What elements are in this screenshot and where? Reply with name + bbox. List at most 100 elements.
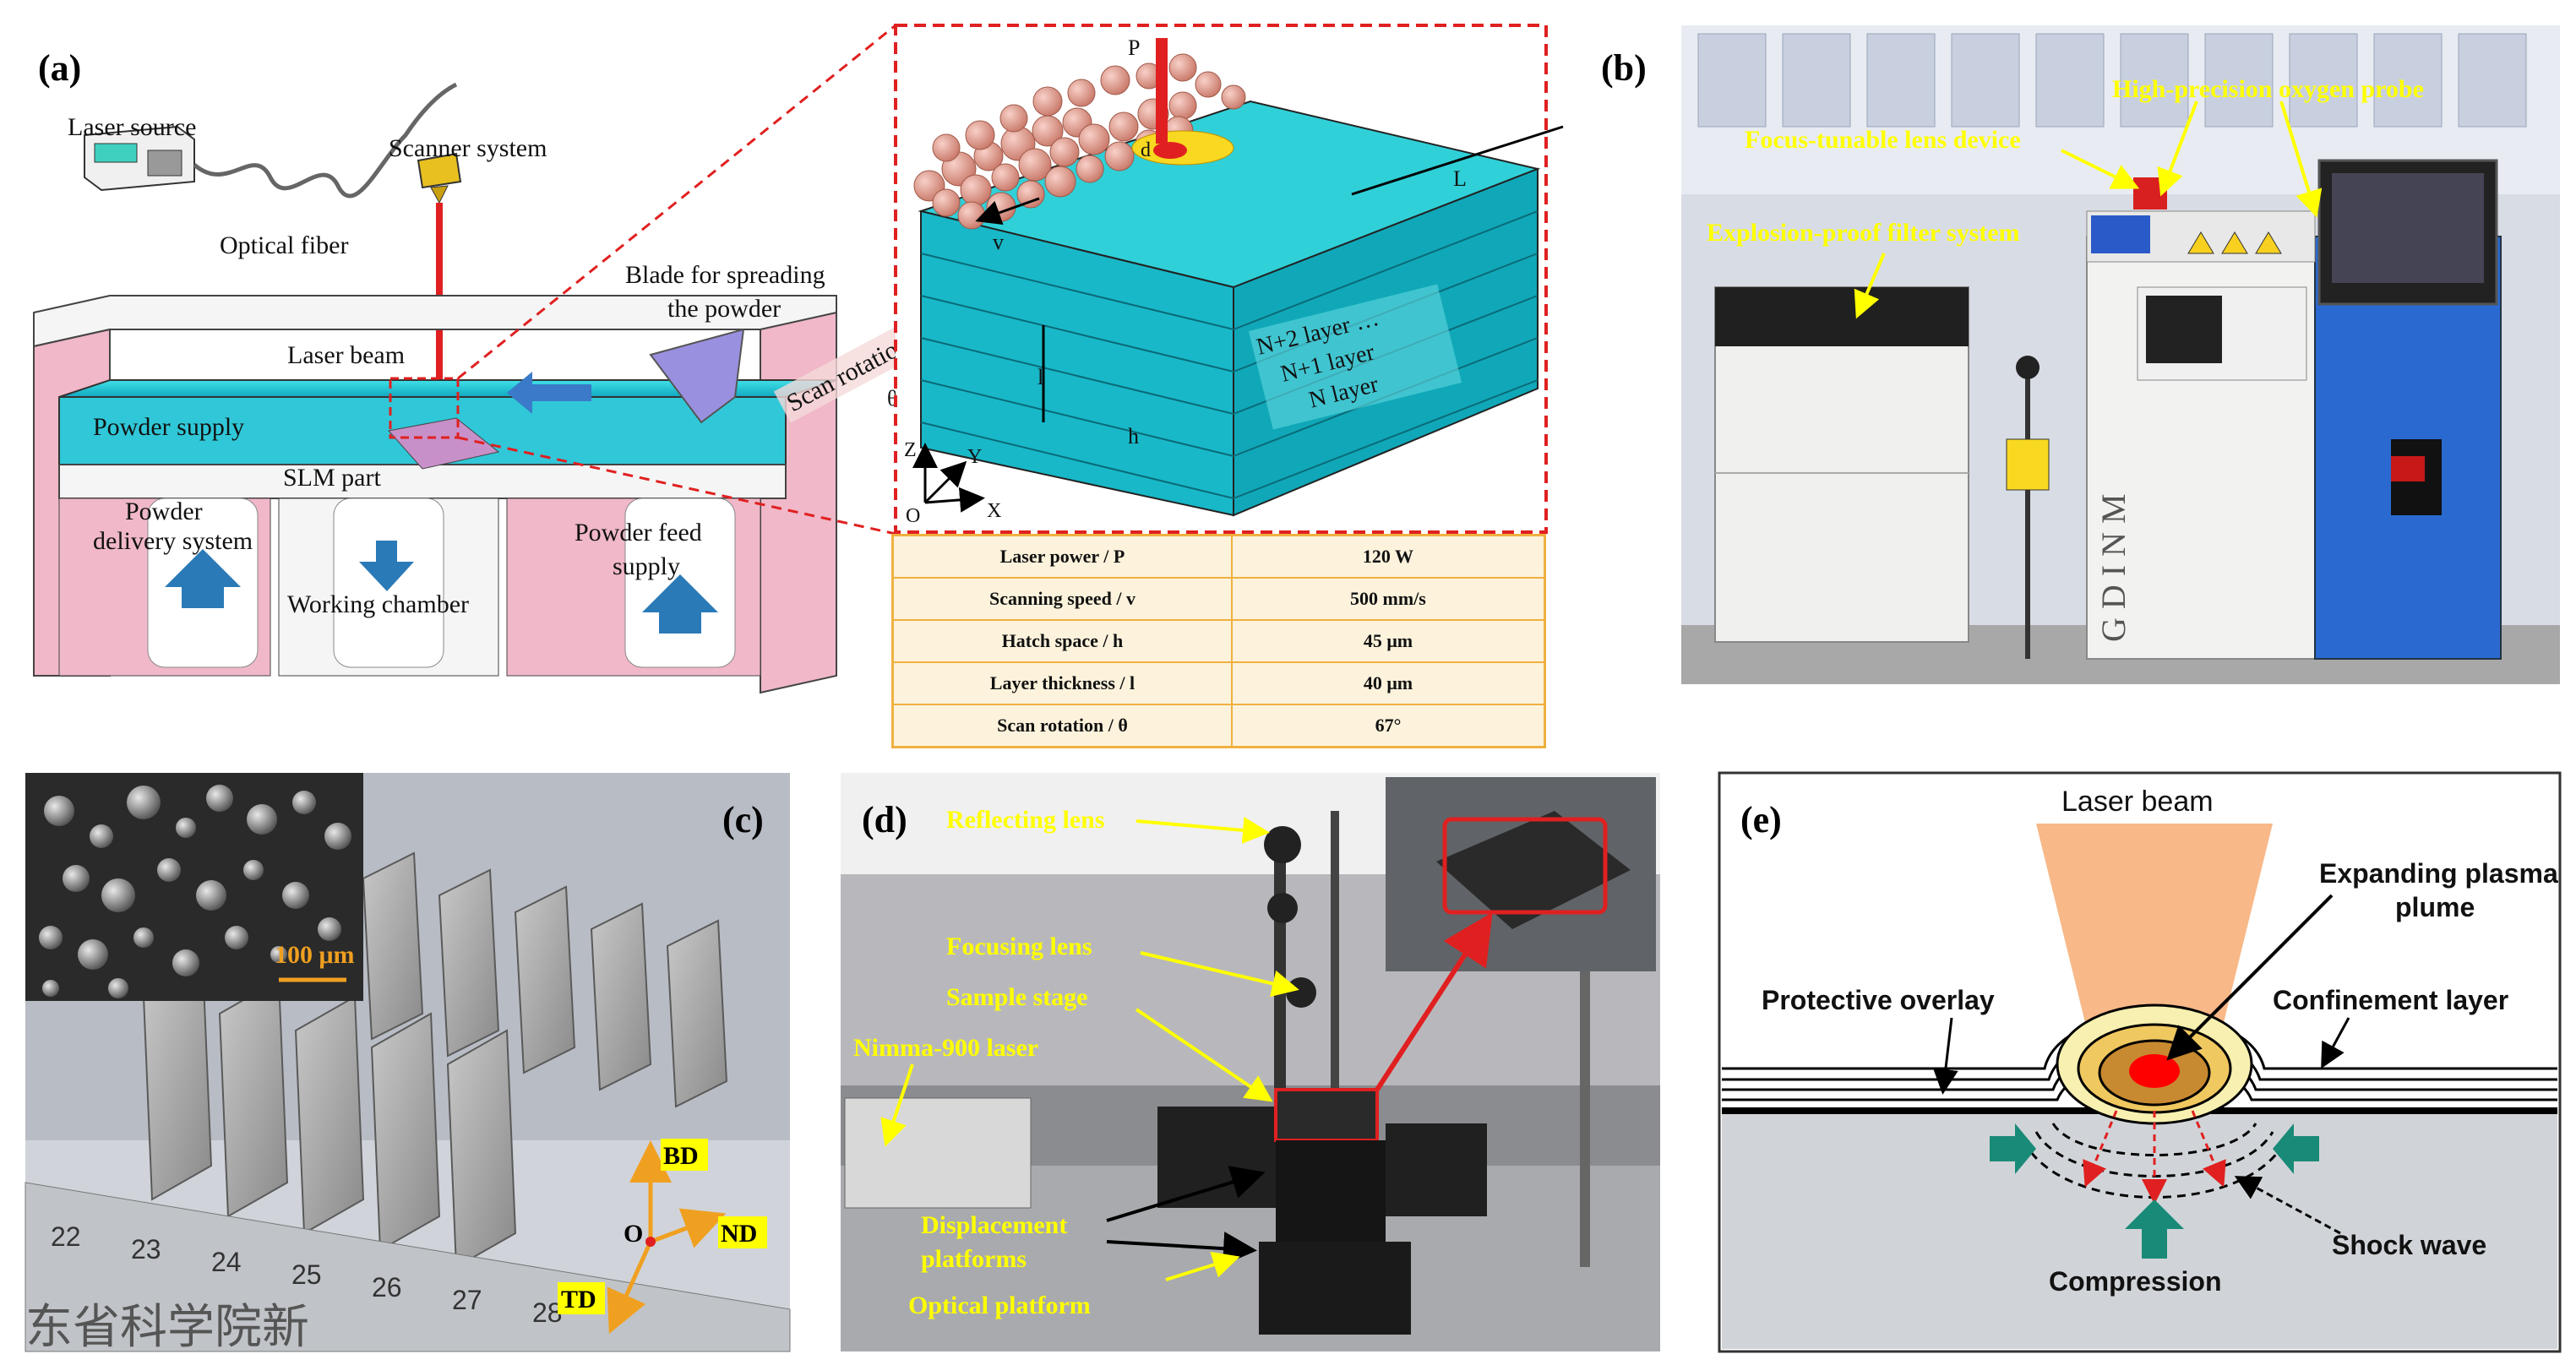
diameter-d-label: d: [1141, 139, 1151, 161]
panel-e-label: (e): [1740, 799, 1782, 840]
nd-label: ND: [721, 1220, 757, 1248]
down-arrow-icon: [359, 541, 414, 591]
panel-c-label: (c): [722, 799, 764, 840]
param-value: 500 mm/s: [1230, 577, 1546, 621]
powder-particles: [39, 785, 351, 998]
powder-delivery-label-1: Powder: [125, 498, 203, 525]
plasma-core: [2129, 1054, 2180, 1088]
working-chamber-label: Working chamber: [287, 590, 469, 618]
param-value: 67°: [1230, 704, 1546, 748]
compression-label: Compression: [2049, 1266, 2221, 1297]
plasma-label-2: plume: [2395, 892, 2475, 922]
axes-icon: [912, 443, 985, 513]
panel-e: (e) Laser beam Expanding plasma plume Pr…: [1718, 771, 2562, 1353]
panel-d-label: (d): [862, 799, 907, 840]
axis-o-label: O: [906, 505, 920, 527]
optical-fiber: [193, 82, 458, 198]
powder-delivery-label-2: delivery system: [93, 527, 253, 555]
oxygen-probe-label: High-precision oxygen probe: [2112, 75, 2424, 103]
axis-y-label: Y: [967, 446, 982, 468]
nd-arrow: [650, 1208, 727, 1248]
axis-x-label: X: [987, 500, 1001, 522]
param-name: Scan rotation / θ: [891, 704, 1233, 748]
panel-a: (a) Laser source Optical fiber Scanner s…: [33, 24, 1564, 694]
velocity-v-label: v: [993, 230, 1004, 254]
layer-labels: N+2 layer … N+1 layer N layer: [1248, 284, 1462, 430]
param-value: 120 W: [1230, 534, 1546, 579]
laser-source-label: Laser source: [68, 113, 196, 141]
blade-icon: [649, 328, 745, 424]
filter-system-label: Explosion-proof filter system: [1707, 219, 2020, 247]
heatsink-fins: [142, 851, 728, 1269]
brand-label: GDINM: [2094, 485, 2132, 642]
up-arrow-icon-e: [2125, 1199, 2184, 1259]
param-name: Scanning speed / v: [891, 577, 1233, 621]
param-value: 40 μm: [1230, 661, 1546, 705]
focusing-lens-label: Focusing lens: [946, 933, 1092, 960]
zoom-box: [389, 377, 460, 439]
ruler-tick-25: 25: [291, 1259, 322, 1290]
ruler-tick-28: 28: [532, 1297, 563, 1328]
slm-machine: [33, 295, 837, 694]
scale-label: 100 μm: [275, 941, 355, 969]
axis-z-label: Z: [904, 439, 917, 461]
slm-part-shape: [388, 417, 500, 470]
velocity-arrow: [975, 197, 1040, 226]
shock-wave-label: Shock wave: [2332, 1230, 2486, 1260]
melt-pool-inset: [894, 24, 1548, 534]
displacement-label-2: platforms: [921, 1245, 1027, 1273]
powder-supply-label: Powder supply: [93, 413, 244, 441]
reflecting-lens-label: Reflecting lens: [946, 806, 1104, 834]
wall-posters: [1697, 33, 2527, 128]
td-label: TD: [561, 1286, 596, 1313]
origin-label: O: [624, 1220, 643, 1248]
slm-part-label: SLM part: [283, 464, 381, 492]
powder-feed-label-2: supply: [613, 552, 680, 580]
ruler-tick-23: 23: [131, 1234, 161, 1264]
param-name: Laser power / P: [891, 534, 1233, 579]
laser-beam-label-e: Laser beam: [2061, 786, 2214, 818]
length-arrow: [1351, 125, 1564, 196]
panel-d: (d) Reflecting lens Focusing lens Sample…: [841, 773, 1660, 1351]
blade-label-1: Blade for spreading: [625, 261, 825, 289]
scanner-system-label: Scanner system: [389, 134, 547, 162]
blade-label-2: the powder: [667, 295, 781, 323]
ruler-tick-22: 22: [51, 1221, 81, 1252]
left-arrow-icon-e: [2273, 1123, 2319, 1174]
scanner-icon: [417, 152, 462, 204]
ruler-tick-24: 24: [211, 1247, 242, 1277]
nimma-laser-label: Nimma-900 laser: [853, 1034, 1038, 1062]
panel-b-label: (b): [1601, 47, 1647, 89]
powder-feed-label-1: Powder feed: [575, 519, 702, 547]
optical-platform-label: Optical platform: [908, 1292, 1091, 1319]
param-name: Hatch space / h: [891, 619, 1233, 663]
ruler-tick-26: 26: [372, 1272, 402, 1302]
zoom-line-top: [457, 24, 896, 380]
confinement-label: Confinement layer: [2273, 985, 2508, 1015]
panel-c: 22 23 24 25 26 27 28 东省科学院新 100 μm (c): [25, 773, 791, 1355]
length-l-label: L: [1453, 166, 1467, 191]
laser-beam-label-a: Laser beam: [287, 341, 405, 369]
param-name: Layer thickness / l: [891, 661, 1233, 705]
panel-a-label: (a): [38, 47, 81, 89]
up-arrow-icon-2: [642, 574, 718, 634]
right-arrow-icon: [1990, 1123, 2036, 1174]
ruler-text: 东省科学院新: [25, 1300, 309, 1355]
hatch-h-label: h: [1128, 424, 1139, 449]
bd-label: BD: [663, 1142, 699, 1170]
power-p-label: P: [1128, 35, 1140, 60]
zoom-arrow: [1375, 911, 1493, 1091]
optical-fiber-label: Optical fiber: [220, 231, 348, 259]
red-wave-arrows: [2083, 1110, 2226, 1205]
td-arrow: [607, 1240, 653, 1335]
laser-source-icon: [84, 125, 195, 192]
param-value: 45 μm: [1230, 619, 1546, 663]
substrate: [1722, 1111, 2557, 1349]
